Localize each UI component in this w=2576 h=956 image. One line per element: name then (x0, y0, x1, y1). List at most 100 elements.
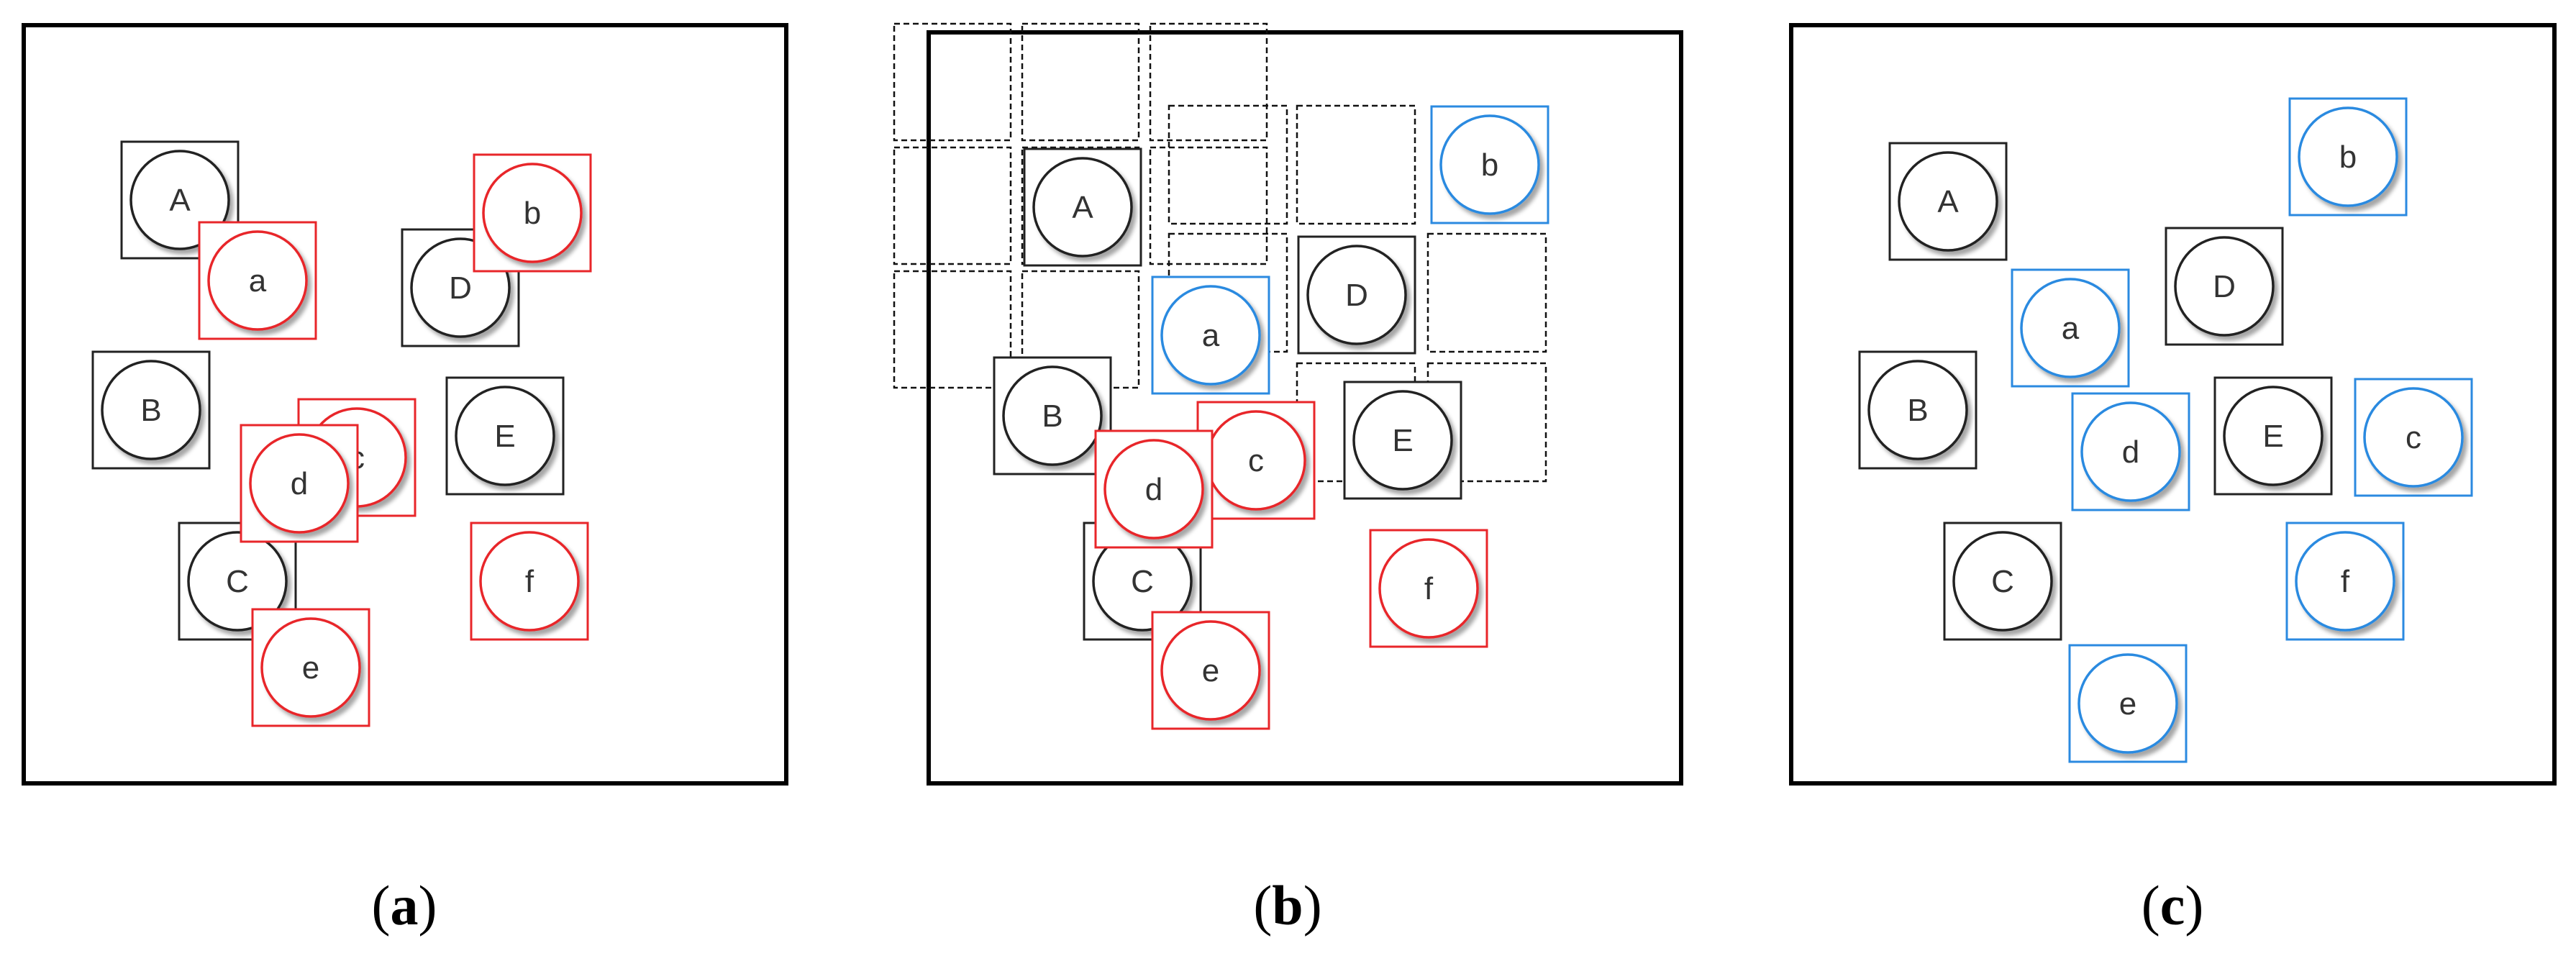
node-c-A-placed: A (1888, 142, 2008, 261)
node-circle (207, 230, 308, 331)
node-label: A (169, 183, 191, 218)
node-circle (2295, 531, 2395, 632)
node-label: B (140, 393, 161, 428)
node-circle (479, 531, 580, 632)
node-b-B-placed: B (993, 356, 1112, 475)
node-a-e-overlap: e (251, 608, 370, 727)
node-label: b (524, 196, 541, 231)
node-label: C (1991, 564, 2014, 599)
node-circle (2080, 401, 2181, 502)
candidate-position-9 (1168, 104, 1288, 225)
node-b-D-placed: D (1297, 235, 1416, 355)
node-c-E-placed: E (2213, 376, 2333, 496)
node-label: c (2406, 420, 2421, 455)
node-circle (101, 360, 201, 460)
candidate-position-1 (893, 22, 1012, 142)
node-circle (1306, 245, 1407, 345)
node-label: b (1481, 147, 1498, 183)
node-circle (2077, 653, 2178, 754)
node-circle (1378, 538, 1479, 639)
panel-a-nodes: ADBECabcdfe (91, 140, 592, 727)
node-label: A (1937, 184, 1959, 219)
candidate-position-12 (1426, 232, 1547, 353)
node-circle (1032, 157, 1133, 258)
node-c-d-resolved: d (2071, 392, 2190, 511)
node-a-D-placed: D (401, 228, 520, 347)
node-a-a-overlap: a (198, 221, 317, 340)
node-c-e-resolved: e (2068, 644, 2188, 763)
node-circle (1160, 285, 1261, 386)
node-b-f-overlap: f (1369, 529, 1488, 648)
panel-c-nodes: A D B E Cb a d c f e (1858, 97, 2473, 763)
candidate-position-4 (893, 146, 1012, 265)
node-circle (1352, 390, 1453, 491)
node-c-C-placed: C (1943, 522, 2062, 641)
candidate-position-7 (893, 270, 1012, 389)
node-label: B (1042, 399, 1062, 434)
node-label: D (449, 270, 472, 306)
node-b-e-overlap: e (1151, 611, 1270, 730)
candidate-position-6 (1149, 146, 1268, 265)
node-label: e (2119, 686, 2136, 721)
node-label: D (2213, 269, 2236, 304)
node-a-d-overlap: d (240, 424, 359, 543)
panel-b: A D B E Cb a c d f e (893, 22, 1683, 786)
caption-b: (b) (1253, 874, 1321, 937)
node-label: A (1072, 190, 1093, 225)
node-circle (1002, 365, 1103, 466)
panel-b-nodes: A D B E Cb a c d f e (993, 105, 1549, 730)
node-a-E-placed: E (445, 376, 565, 496)
node-circle (455, 386, 555, 486)
node-circle (1103, 439, 1204, 540)
caption-c: (c) (2142, 874, 2204, 937)
node-c-f-resolved: f (2285, 522, 2405, 641)
node-label: C (226, 564, 249, 599)
node-label: D (1345, 278, 1368, 313)
node-circle (1952, 531, 2053, 632)
node-label: a (1202, 318, 1220, 353)
node-label: B (1907, 393, 1928, 428)
node-b-c-overlap: c (1196, 401, 1316, 520)
node-circle (1160, 620, 1261, 721)
node-a-f-overlap: f (470, 522, 589, 641)
node-c-B-placed: B (1858, 350, 1977, 470)
node-c-D-placed: D (2165, 227, 2284, 346)
node-circle (187, 531, 288, 632)
node-label: e (302, 650, 319, 686)
node-circle (2020, 278, 2121, 378)
node-label: E (2262, 419, 2283, 454)
node-label: a (2062, 311, 2080, 346)
node-label: f (2341, 564, 2350, 599)
node-c-b-resolved: b (2288, 97, 2408, 217)
node-circle (2223, 386, 2324, 486)
node-label: C (1131, 564, 1154, 599)
node-a-B-placed: B (91, 350, 211, 470)
node-c-c-resolved: c (2354, 378, 2473, 497)
panel-c: A D B E Cb a d c f e (1789, 23, 2557, 786)
node-circle (1439, 114, 1540, 215)
node-label: f (1424, 571, 1434, 606)
node-label: c (1248, 443, 1264, 478)
node-label: a (249, 263, 267, 299)
node-b-a-resolved: a (1151, 276, 1270, 395)
node-b-A-placed: A (1023, 147, 1142, 267)
node-b-E-placed: E (1343, 381, 1462, 500)
candidate-position-3 (1149, 22, 1268, 142)
node-label: f (525, 564, 534, 599)
node-circle (482, 163, 583, 263)
caption-a: (a) (372, 874, 437, 937)
node-circle (249, 433, 350, 534)
node-label: d (291, 466, 308, 501)
node-label: d (2122, 434, 2139, 470)
node-b-d-overlap: d (1094, 429, 1214, 549)
candidate-position-10 (1296, 104, 1416, 225)
node-circle (1898, 151, 1998, 252)
node-label: E (494, 419, 515, 454)
node-circle (1867, 360, 1968, 460)
node-circle (2298, 106, 2398, 207)
node-circle (2363, 387, 2464, 488)
node-circle (260, 617, 361, 718)
node-label: d (1145, 472, 1162, 507)
node-label: E (1392, 423, 1413, 458)
node-circle (2174, 236, 2275, 337)
